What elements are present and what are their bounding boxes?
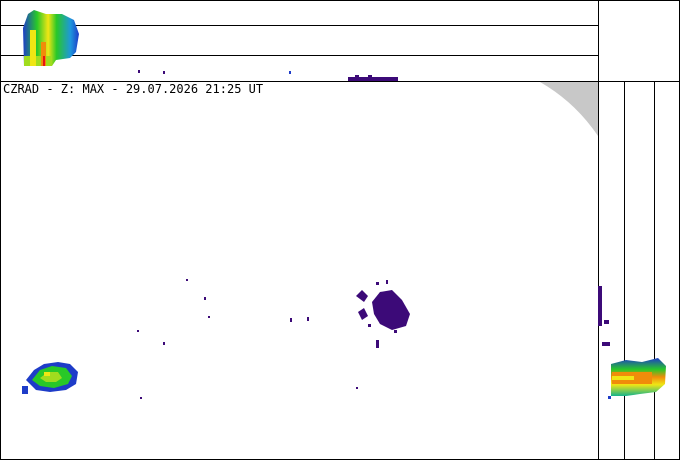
- west-east-projection: [598, 286, 666, 399]
- max-plan-view: [22, 279, 410, 399]
- weak-echo: [356, 290, 368, 302]
- storm-cell-core: [30, 30, 36, 66]
- storm-cell-core: [44, 372, 50, 376]
- weak-echo: [307, 317, 309, 321]
- weak-echo: [608, 396, 611, 399]
- weak-echo: [290, 318, 292, 322]
- storm-cell-profile: [23, 10, 79, 66]
- weak-echo: [163, 342, 165, 345]
- weak-echo: [368, 324, 371, 327]
- weak-echo: [358, 308, 368, 320]
- weak-echo: [22, 386, 28, 394]
- weak-echo: [394, 330, 397, 333]
- weak-echo: [376, 340, 379, 348]
- weak-echo: [186, 279, 188, 281]
- weak-echo: [138, 70, 140, 73]
- weak-echo: [356, 387, 358, 389]
- out-of-range-area: [540, 82, 598, 136]
- weak-echo-cluster: [372, 290, 410, 330]
- weak-echo: [208, 316, 210, 318]
- storm-cell-core: [24, 56, 52, 66]
- storm-cell-core: [41, 42, 46, 66]
- weak-echo: [137, 330, 139, 332]
- north-south-projection: [23, 10, 398, 81]
- storm-cell-core: [43, 56, 45, 66]
- weak-echo: [376, 282, 379, 285]
- weak-echo: [386, 280, 388, 284]
- weak-echo: [604, 320, 609, 324]
- weak-echo: [163, 71, 165, 74]
- weak-echo: [140, 397, 142, 399]
- radar-product-title: CZRAD - Z: MAX - 29.07.2026 21:25 UT: [3, 82, 264, 96]
- weak-echo: [368, 75, 372, 78]
- weak-echo-band: [348, 77, 398, 81]
- weak-echo-band: [598, 286, 602, 326]
- weak-echo: [355, 75, 359, 78]
- weak-echo: [204, 297, 206, 300]
- weak-echo: [289, 71, 291, 74]
- storm-cell-core: [612, 376, 634, 380]
- weak-echo: [602, 342, 610, 346]
